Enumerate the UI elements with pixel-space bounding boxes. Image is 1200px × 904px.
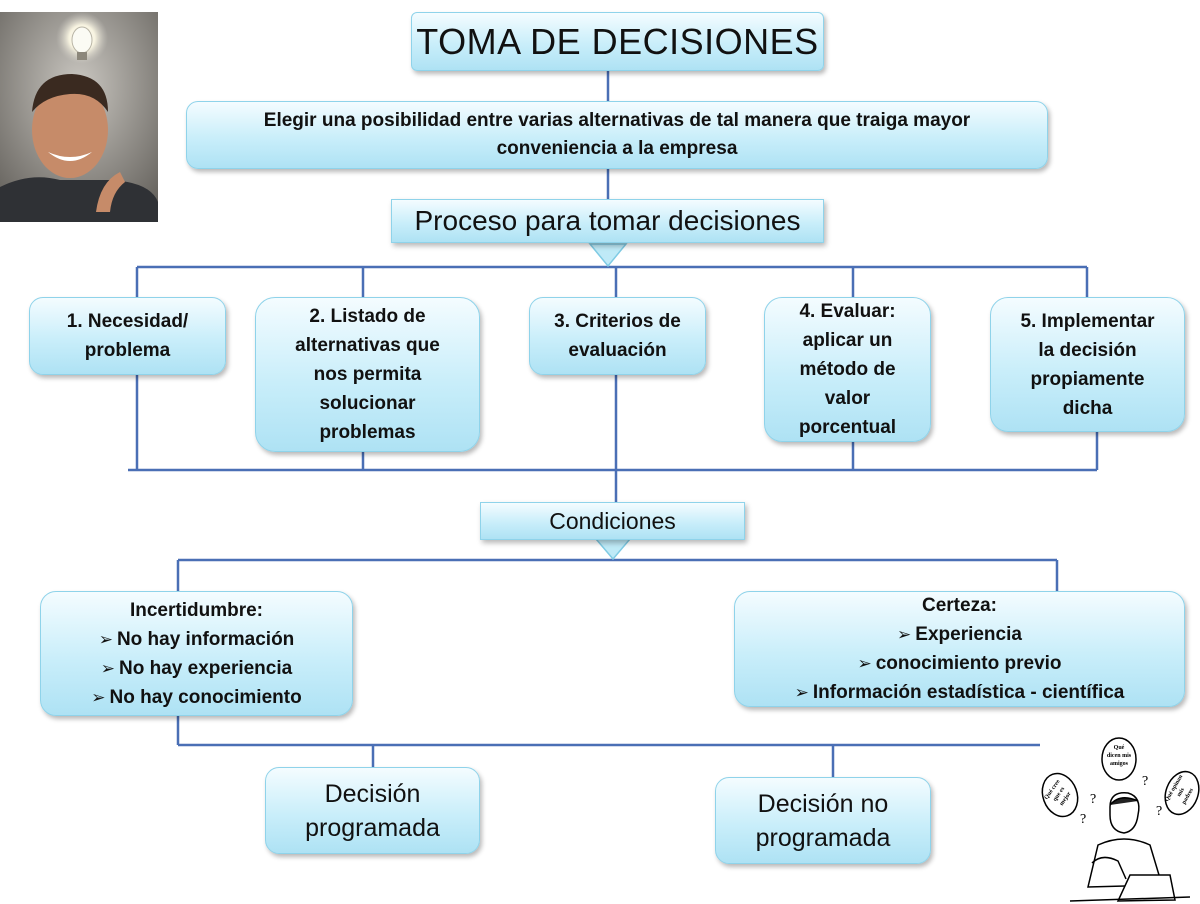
process-arrow [588,243,628,268]
uncertainty-item-3: ➢No hay conocimiento [91,686,302,708]
main-title: TOMA DE DECISIONES [416,20,819,62]
definition-line-1: Elegir una posibilidad entre varias alte… [263,110,971,131]
uncertainty-item-2: ➢No hay experiencia [100,657,293,679]
definition-box: Elegir una posibilidad entre varias alte… [186,101,1048,169]
arrow-bullet-icon: ➢ [857,654,872,673]
step-3-line-2: evaluación [568,340,667,361]
step-4-line-1: 4. Evaluar: [799,301,896,322]
step-4-line-3: método de [799,359,896,380]
step-2-line-2: alternativas que [295,335,440,356]
uncertainty-box: Incertidumbre: ➢No hay información ➢No h… [40,591,353,716]
step-4-line-4: valor [824,388,871,409]
step-3-line-1: 3. Criterios de [554,311,681,332]
main-title-box: TOMA DE DECISIONES [411,12,824,71]
step-5-line-1: 5. Implementar [1020,310,1155,332]
certainty-item-3: ➢Información estadística - científica [794,682,1125,703]
certainty-heading: Certeza: [922,595,997,616]
step-4-line-5: porcentual [798,417,897,438]
conditions-arrow [594,538,632,561]
step-1-line-2: problema [84,340,171,361]
non-programmed-decision-box: Decisión no programada [715,777,931,864]
uncertainty-item-1: ➢No hay información [98,628,295,650]
non-programmed-line-2: programada [755,823,891,852]
step-1-box: 1. Necesidad/ problema [29,297,226,375]
arrow-bullet-icon: ➢ [794,683,809,702]
step-5-line-4: dicha [1062,397,1113,419]
certainty-item-1: ➢Experiencia [897,624,1022,645]
definition-line-2: conveniencia a la empresa [496,138,738,159]
non-programmed-line-1: Decisión no [757,789,889,818]
step-5-box: 5. Implementar la decisión propiamente d… [990,297,1185,432]
programmed-line-2: programada [305,813,440,842]
certainty-box: Certeza: ➢Experiencia ➢conocimiento prev… [734,591,1185,707]
step-5-line-2: la decisión [1038,339,1137,361]
process-title-box: Proceso para tomar decisiones [391,199,824,243]
certainty-item-2: ➢conocimiento previo [857,653,1062,674]
arrow-bullet-icon: ➢ [897,625,912,644]
step-2-line-1: 2. Listado de [309,306,426,327]
light-bulb-icon [71,26,93,54]
uncertainty-heading: Incertidumbre: [129,599,264,621]
svg-text:?: ? [1080,812,1086,827]
programmed-decision-box: Decisión programada [265,767,480,854]
step-4-box: 4. Evaluar: aplicar un método de valor p… [764,297,931,442]
step-2-box: 2. Listado de alternativas que nos permi… [255,297,480,452]
step-2-line-5: problemas [319,422,416,443]
svg-text:?: ? [1156,804,1162,819]
programmed-line-1: Decisión [324,779,421,808]
step-4-line-2: aplicar un [802,330,893,351]
arrow-bullet-icon: ➢ [91,687,106,707]
conditions-title: Condiciones [549,507,676,534]
step-2-line-3: nos permita [313,364,422,385]
step-1-line-1: 1. Necesidad/ [66,311,189,332]
step-3-box: 3. Criterios de evaluación [529,297,706,375]
arrow-bullet-icon: ➢ [100,658,116,678]
process-title: Proceso para tomar decisiones [414,205,801,236]
svg-text:?: ? [1142,774,1148,789]
svg-text:?: ? [1090,792,1096,807]
thinking-man-photo [0,12,158,222]
step-5-line-3: propiamente [1030,368,1145,390]
step-2-line-4: solucionar [319,393,416,414]
arrow-bullet-icon: ➢ [98,629,113,649]
conditions-title-box: Condiciones [480,502,745,540]
